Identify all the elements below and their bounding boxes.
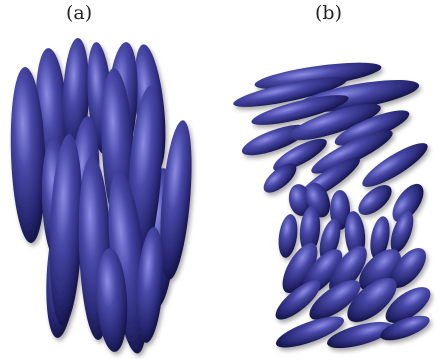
panel-b-ellipsoid	[276, 213, 300, 259]
panel-a-ellipsoids	[8, 38, 197, 356]
panel-b-ellipsoid	[353, 179, 396, 220]
panel-b-ellipsoid	[386, 208, 418, 256]
panel-b-ellipsoids	[231, 57, 436, 354]
